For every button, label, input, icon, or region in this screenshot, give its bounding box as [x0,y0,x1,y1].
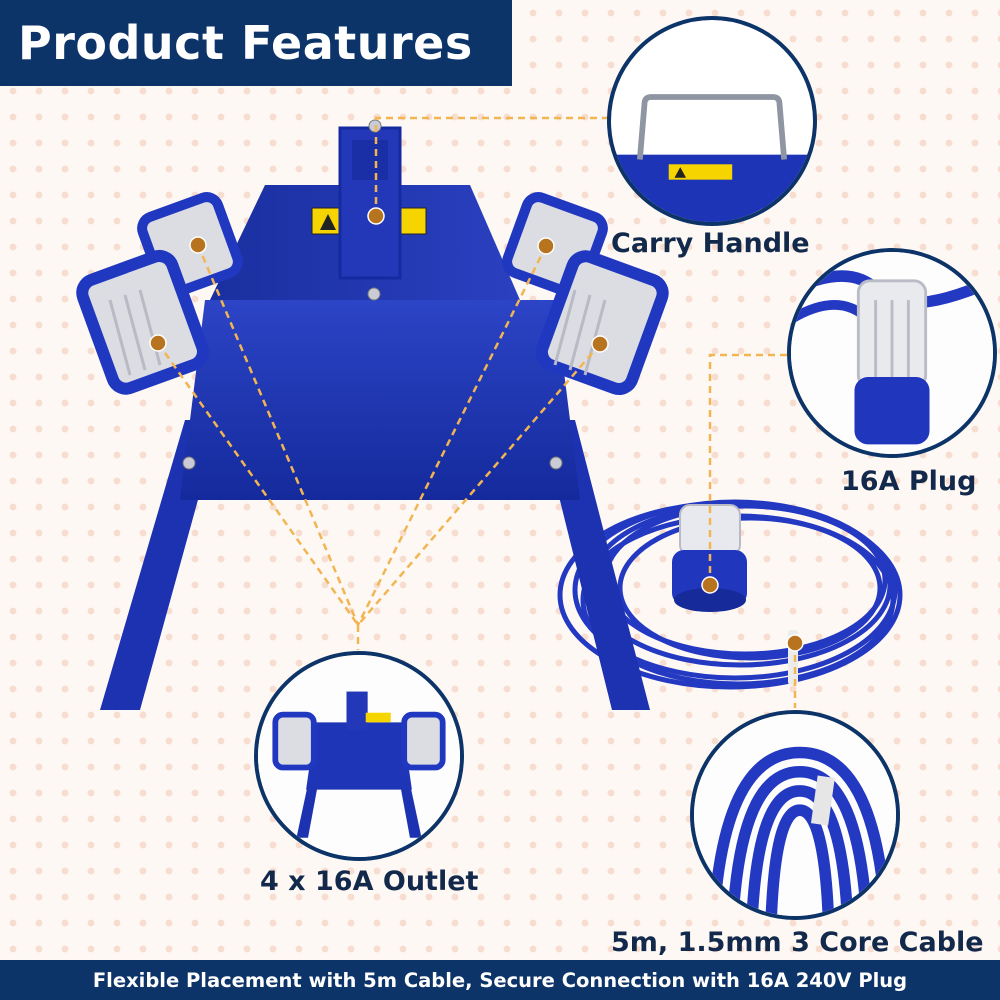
cable-label: 5m, 1.5mm 3 Core Cable [611,927,984,958]
warning-triangle-icon [320,214,336,230]
cable-detail-image [690,710,900,920]
feature-markers [149,207,804,652]
cable-coil [557,499,903,690]
carry-handle-label: Carry Handle [611,228,810,259]
leader-lines [156,116,797,708]
cabinet-body [180,300,580,500]
page-title: Product Features [0,0,512,86]
plug-label: 16A Plug [841,466,977,497]
footer-tagline: Flexible Placement with 5m Cable, Secure… [0,960,1000,1000]
socket-outlets-right [502,192,669,395]
outlet-detail-image [254,651,464,861]
carry-handle-detail-image [607,16,817,226]
plug-detail-image [787,248,997,458]
screws [182,119,563,470]
outlet-label: 4 x 16A Outlet [260,866,479,897]
